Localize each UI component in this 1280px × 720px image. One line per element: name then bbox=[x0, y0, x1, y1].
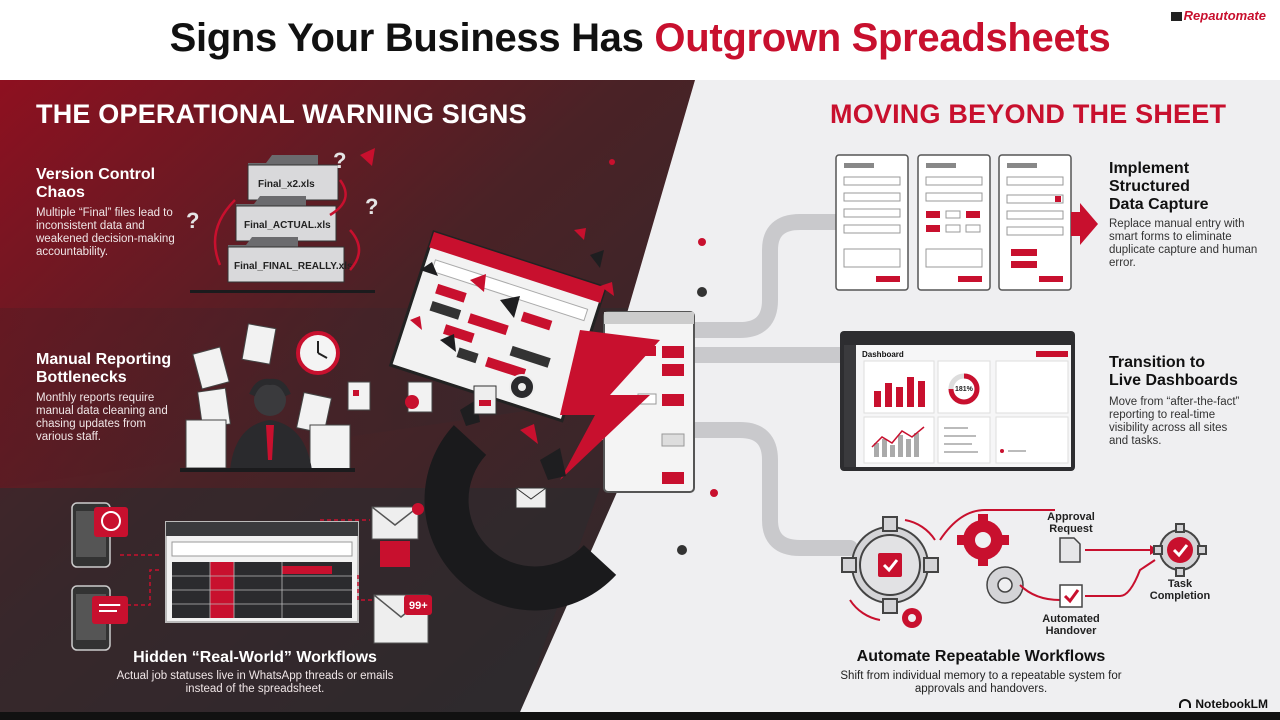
hidden-workflows-desc: Actual job statuses live in WhatsApp thr… bbox=[116, 670, 394, 695]
main-gear-icon bbox=[841, 516, 939, 614]
structured-capture-desc: Replace manual entry with smart forms to… bbox=[1109, 218, 1258, 269]
brand-name: Repautomate bbox=[1183, 8, 1266, 23]
page-title: Signs Your Business Has Outgrown Spreads… bbox=[0, 16, 1280, 61]
small-gear-icon bbox=[902, 608, 922, 628]
title-main: Signs Your Business Has bbox=[169, 16, 655, 60]
manual-reporting-title: Manual Reporting Bottlenecks bbox=[36, 351, 172, 386]
approval-document-icon bbox=[1059, 537, 1081, 563]
email-icon bbox=[371, 503, 424, 567]
decorative-dots bbox=[609, 159, 718, 555]
red-gear-icon bbox=[957, 514, 1009, 566]
dashboard-monitor bbox=[840, 331, 1075, 471]
manual-reporting-desc: Monthly reports require manual data clea… bbox=[36, 392, 168, 443]
version-control-desc: Multiple “Final” files lead to inconsist… bbox=[36, 207, 175, 258]
email-icon-2: 99+ bbox=[373, 594, 432, 644]
title-accent: Outgrown Spreadsheets bbox=[654, 16, 1111, 60]
broken-doc-icon bbox=[473, 385, 497, 415]
approval-request-label: Approval Request bbox=[1047, 511, 1095, 535]
report-document-icon bbox=[347, 381, 371, 411]
file-label-2: Final_ACTUAL.xls bbox=[244, 220, 331, 231]
phone-chat bbox=[71, 585, 128, 651]
automate-desc: Shift from individual memory to a repeat… bbox=[840, 670, 1122, 695]
automation-flow bbox=[841, 509, 1207, 628]
hidden-workflows-title: Hidden “Real-World” Workflows bbox=[133, 649, 377, 666]
notebooklm-badge: NotebookLM bbox=[1179, 697, 1268, 711]
question-mark-icon-3: ? bbox=[365, 194, 378, 219]
stacked-files: Final_x2.xls Final_ACTUAL.xls Final_FINA… bbox=[186, 148, 378, 293]
gray-gear-icon bbox=[986, 566, 1024, 604]
live-dashboards-desc: Move from “after-the-fact” reporting to … bbox=[1109, 396, 1240, 447]
question-mark-icon: ? bbox=[333, 148, 346, 173]
live-dashboards-title: Transition to Live Dashboards bbox=[1109, 354, 1238, 389]
automated-handover-label: Automated Handover bbox=[1042, 613, 1100, 637]
stressed-worker bbox=[180, 323, 433, 472]
file-label-1: Final_x2.xls bbox=[258, 179, 315, 190]
completion-gear-icon bbox=[1153, 523, 1207, 577]
handover-checkbox-icon bbox=[1059, 584, 1083, 608]
automate-title: Automate Repeatable Workflows bbox=[856, 648, 1106, 665]
file-label-3: Final_FINAL_REALLY.xls bbox=[234, 261, 353, 272]
broken-mail-icon bbox=[515, 487, 547, 509]
bottom-bar bbox=[0, 712, 1280, 720]
brand-logo: Repautomate bbox=[1170, 8, 1266, 23]
notebooklm-label: NotebookLM bbox=[1195, 697, 1268, 711]
pipes bbox=[682, 214, 858, 556]
left-panel-title: THE OPERATIONAL WARNING SIGNS bbox=[36, 99, 527, 129]
version-control-title: Version Control Chaos bbox=[36, 166, 156, 201]
broken-gear-icon bbox=[509, 374, 535, 400]
spreadsheet bbox=[165, 521, 359, 623]
question-mark-icon-2: ? bbox=[186, 208, 199, 233]
unread-badge: 99+ bbox=[409, 600, 428, 612]
notebooklm-icon bbox=[1179, 699, 1192, 708]
report-gear-icon bbox=[405, 381, 433, 413]
forward-arrow-icon bbox=[1071, 203, 1098, 245]
phones-and-email: 99+ bbox=[71, 502, 432, 651]
shattered-spreadsheet bbox=[388, 228, 695, 611]
structured-capture-title: Implement Structured Data Capture bbox=[1109, 160, 1209, 213]
gauge-value: 181% bbox=[955, 386, 973, 393]
whatsapp-icon bbox=[101, 511, 121, 531]
dashboard-label: Dashboard bbox=[862, 350, 904, 359]
form-cards bbox=[835, 154, 1098, 291]
phone-whatsapp bbox=[71, 502, 128, 568]
header: Signs Your Business Has Outgrown Spreads… bbox=[0, 0, 1280, 80]
task-completion-label: Task Completion bbox=[1149, 578, 1211, 602]
brand-mark-icon bbox=[1170, 12, 1182, 21]
right-panel-title: MOVING BEYOND THE SHEET bbox=[830, 99, 1227, 129]
